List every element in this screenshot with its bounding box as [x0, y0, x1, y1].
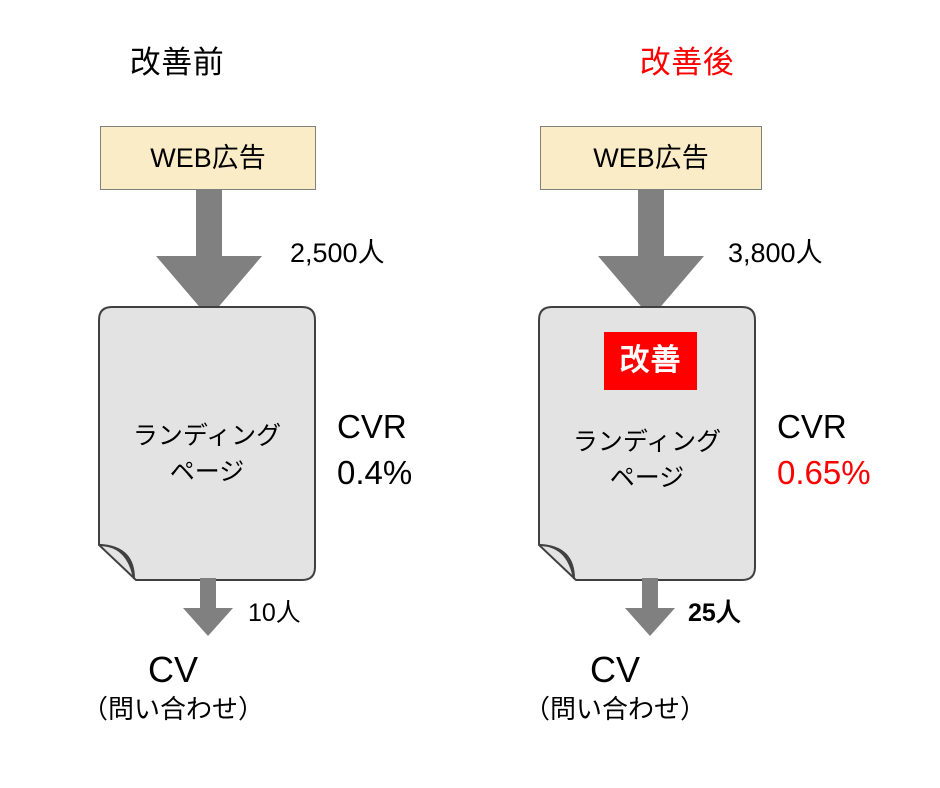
after-source-label: WEB広告: [593, 142, 709, 173]
before-outcome-main: CV: [147, 649, 198, 690]
after-traffic-label: 3,800人: [728, 238, 823, 268]
before-cvr-value: 0.4%: [337, 454, 413, 491]
before-source-box: WEB広告: [100, 126, 316, 190]
before-traffic-arrow-icon: [156, 190, 262, 318]
after-cvr-block: CVR 0.65%: [777, 404, 871, 496]
after-panel: 改善後 WEB広告 3,800人 ランディング ページ 改善 CVR 0.65%: [440, 0, 910, 788]
after-cvr-value: 0.65%: [777, 454, 871, 491]
after-page-document-icon: [538, 306, 756, 581]
before-source-label: WEB広告: [150, 142, 266, 173]
after-outcome-sub: （問い合わせ）: [523, 694, 706, 724]
before-conversions-label: 10人: [248, 599, 301, 627]
after-conversions-label: 25人: [688, 599, 741, 627]
after-conversion-arrow-icon: [625, 578, 675, 636]
after-heading: 改善後: [639, 45, 735, 80]
after-cvr-label: CVR: [777, 408, 847, 445]
after-outcome-block: CV （問い合わせ）: [380, 648, 850, 726]
before-landing-page-shape: ランディング ページ: [98, 306, 316, 582]
after-improvement-badge: 改善: [604, 332, 697, 390]
before-cvr-label: CVR: [337, 408, 407, 445]
after-outcome-main: CV: [589, 649, 640, 690]
before-page-document-icon: [98, 306, 316, 581]
before-outcome-sub: （問い合わせ）: [81, 694, 264, 724]
before-heading: 改善前: [129, 45, 225, 80]
after-traffic-arrow-icon: [598, 190, 704, 318]
before-conversion-arrow-icon: [183, 578, 233, 636]
after-source-box: WEB広告: [540, 126, 762, 190]
before-outcome-block: CV （問い合わせ）: [0, 648, 408, 726]
before-cvr-block: CVR 0.4%: [337, 404, 412, 496]
before-traffic-label: 2,500人: [290, 238, 385, 268]
